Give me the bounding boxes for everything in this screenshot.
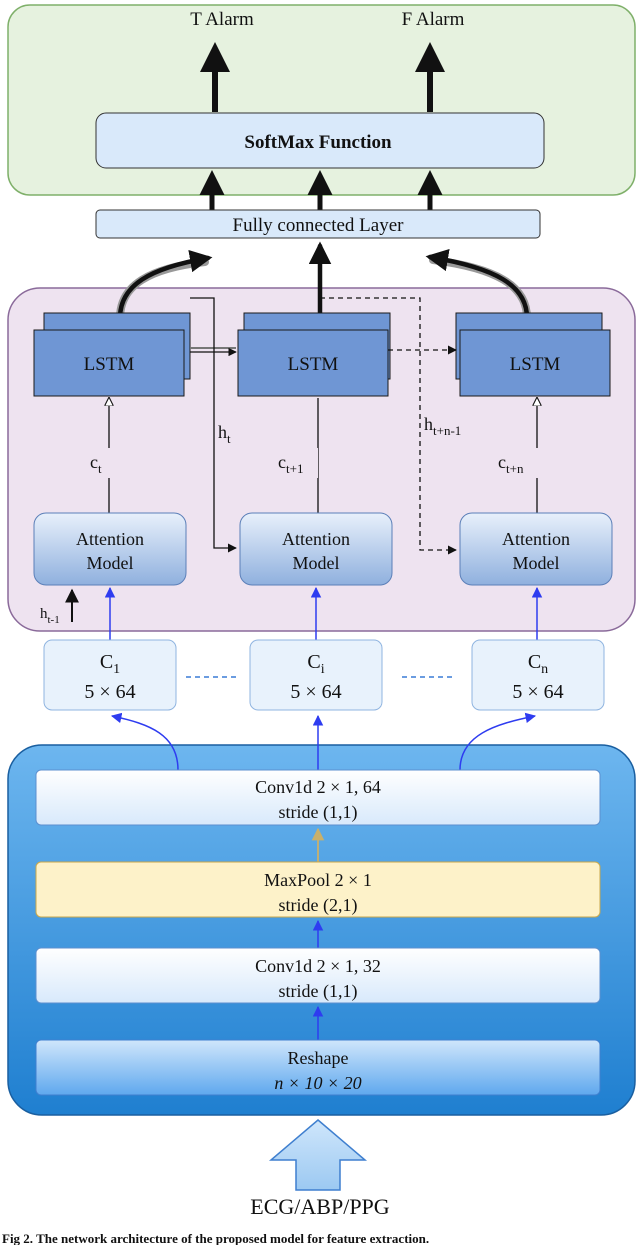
svg-text:stride (1,1): stride (1,1) <box>279 981 358 1002</box>
c-t-label: ct <box>90 452 102 476</box>
context-box-n: Cn 5 × 64 <box>471 639 605 711</box>
svg-text:Attention: Attention <box>282 529 350 549</box>
c-label-bg-1 <box>88 448 114 478</box>
input-arrow <box>268 1119 368 1191</box>
context-to-attention-arrows <box>104 586 543 640</box>
lstm-1-label: LSTM <box>84 354 135 375</box>
svg-text:ht: ht <box>218 422 231 446</box>
lstm-cell-2: LSTM <box>237 312 391 397</box>
svg-text:5 × 64: 5 × 64 <box>290 681 341 703</box>
fully-connected-label: Fully connected Layer <box>233 215 405 236</box>
conv-32-box: Conv1d 2 × 1, 32 stride (1,1) <box>35 947 601 1004</box>
svg-text:Attention: Attention <box>76 529 144 549</box>
svg-text:C1: C1 <box>100 651 120 677</box>
svg-text:Model: Model <box>293 553 340 573</box>
lstm-3-label: LSTM <box>510 354 561 375</box>
svg-text:Model: Model <box>513 553 560 573</box>
softmax-box <box>95 112 545 169</box>
conv-to-context-arrows <box>110 712 537 771</box>
svg-text:Cn: Cn <box>528 651 548 677</box>
svg-text:ht+n-1: ht+n-1 <box>424 414 461 438</box>
h-t-label: ht <box>218 422 231 446</box>
t-alarm-label: T Alarm <box>190 9 254 30</box>
h-prev-label: ht-1 <box>40 606 60 626</box>
attention-model-1: Attention Model <box>33 512 187 586</box>
svg-text:5 × 64: 5 × 64 <box>512 681 563 703</box>
svg-text:Model: Model <box>87 553 134 573</box>
context-box-i: Ci 5 × 64 <box>249 639 383 711</box>
fc-to-softmax-arrows <box>199 170 443 210</box>
softmax-label: SoftMax Function <box>244 132 392 153</box>
reshape-box: Reshape n × 10 × 20 <box>35 1039 601 1096</box>
c-t1-label: ct+1 <box>278 452 303 476</box>
figure-caption: Fig 2. The network architecture of the p… <box>2 1231 429 1245</box>
lstm-2-label: LSTM <box>288 354 339 375</box>
svg-text:Attention: Attention <box>502 529 570 549</box>
svg-text:stride (2,1): stride (2,1) <box>279 895 358 916</box>
lstm-to-fc-arrows <box>116 241 531 322</box>
svg-text:Ci: Ci <box>307 651 324 677</box>
conv-64-box: Conv1d 2 × 1, 64 stride (1,1) <box>35 769 601 826</box>
svg-text:Reshape: Reshape <box>288 1048 349 1068</box>
attention-model-2: Attention Model <box>239 512 393 586</box>
c-label-bg-2 <box>276 448 318 478</box>
h-t-n-1-label: ht+n-1 <box>424 414 461 438</box>
f-alarm-label: F Alarm <box>402 9 465 30</box>
input-label: ECG/ABP/PPG <box>250 1194 389 1219</box>
svg-text:MaxPool 2 × 1: MaxPool 2 × 1 <box>264 870 372 890</box>
recurrent-connections <box>190 297 457 555</box>
c-tn-label: ct+n <box>498 452 524 476</box>
svg-text:Conv1d 2 × 1, 64: Conv1d 2 × 1, 64 <box>255 777 381 797</box>
svg-text:stride (1,1): stride (1,1) <box>279 802 358 823</box>
svg-text:n × 10 × 20: n × 10 × 20 <box>274 1073 361 1093</box>
svg-text:Conv1d 2 × 1, 32: Conv1d 2 × 1, 32 <box>255 956 381 976</box>
c-label-bg-3 <box>496 448 538 478</box>
context-box-1: C1 5 × 64 <box>43 639 177 711</box>
output-arrows <box>200 42 445 112</box>
maxpool-box: MaxPool 2 × 1 stride (2,1) <box>35 861 601 918</box>
lstm-cell-3: LSTM <box>455 312 611 397</box>
svg-text:5 × 64: 5 × 64 <box>84 681 135 703</box>
attention-model-3: Attention Model <box>459 512 613 586</box>
lstm-cell-1: LSTM <box>33 312 191 397</box>
fully-connected-box <box>95 209 541 239</box>
